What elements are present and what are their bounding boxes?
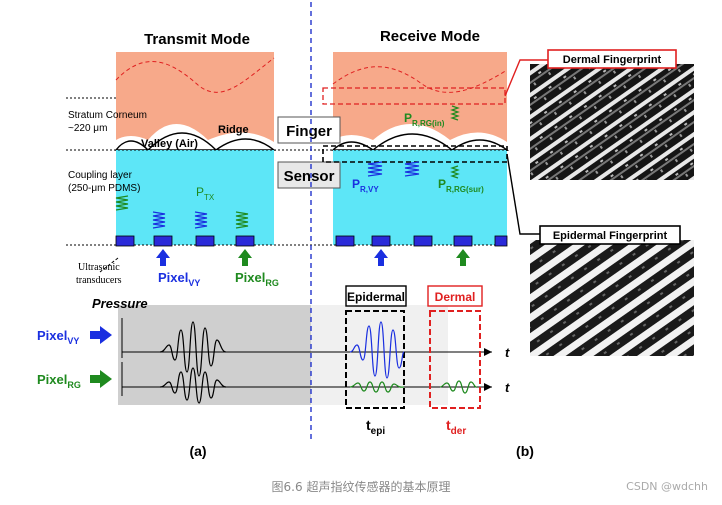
skin-layer-right [333, 52, 507, 142]
dermal-fingerprint-label-box [547, 49, 677, 69]
skin-layer-left [116, 52, 274, 142]
pixel-rg-plot-arrow [90, 370, 112, 388]
epidermal-window-label-box [345, 285, 407, 307]
epidermal-fingerprint-label-box [539, 225, 681, 245]
transmit-waves-left [115, 195, 249, 229]
dermal-window [429, 310, 481, 409]
receive-mode-title: Receive Mode [380, 28, 480, 45]
pixel-vy-label-left: PixelVY [158, 270, 200, 288]
ridge-label: Ridge [218, 124, 249, 136]
transducer-label-1: Ultrasonic [78, 262, 120, 273]
pixel-vy-arrow-right [374, 249, 388, 266]
dermal-boundary-right [332, 66, 508, 93]
pixel-rg-arrow-right [456, 249, 470, 266]
ridge-bump-left-3 [213, 138, 277, 151]
sensor-label-box [277, 161, 341, 189]
ultrasonic-fingerprint-diagram: Transmit Mode Receive Mode Stratum Corne… [37, 2, 694, 459]
pixel-rg-arrow-left [238, 249, 252, 266]
epidermal-fingerprint-image [530, 240, 694, 356]
receive-echo-rg-epi [349, 381, 405, 393]
t-arrow-1 [484, 348, 492, 356]
epidermal-connector [506, 153, 540, 235]
transmit-plot-bg [118, 305, 311, 405]
epidermal-fingerprint-label: Epidermal Fingerprint [553, 230, 668, 242]
ridge-bump-right-3 [449, 139, 510, 151]
watermark: CSDN @wdchh [626, 480, 708, 493]
t-arrow-2 [484, 383, 492, 391]
epidermal-window-label: Epidermal [347, 290, 405, 304]
coupling-label-2: (250-μm PDMS) [68, 183, 140, 194]
pixel-vy-plot-label: PixelVY [37, 328, 79, 346]
t-axis-label-2: t [505, 380, 510, 395]
t-der-label: tder [446, 417, 466, 437]
receive-echo-rg-der [439, 380, 478, 394]
pr-vy-label: PR,VY [352, 177, 379, 194]
valley-label: Valley (Air) [141, 138, 198, 150]
coupling-layer-right [333, 150, 507, 245]
receive-wave-rg-in [450, 105, 460, 121]
pixel-vy-plot-arrow [90, 326, 112, 344]
dermal-window-label-box [427, 285, 483, 307]
figure-caption: 图6.6 超声指纹传感器的基本原理 [271, 480, 451, 494]
pixel-rg-plot-label: PixelRG [37, 372, 81, 390]
dermal-connector [504, 59, 548, 97]
dermal-region-box [322, 87, 506, 105]
pressure-label: Pressure [92, 296, 148, 311]
pr-rg-in-label: PR,RG(in) [404, 111, 445, 128]
panel-b-label: (b) [516, 443, 534, 459]
transducer-pointer [99, 257, 119, 273]
dermal-window-label: Dermal [435, 290, 476, 304]
transmit-pulse-vy [159, 321, 227, 377]
pixel-vy-arrow-left [156, 249, 170, 266]
receive-echo-vy [349, 321, 405, 379]
receive-waves-vy [367, 161, 420, 177]
t-epi-label: tepi [366, 417, 385, 437]
pr-rg-sur-label: PR,RG(sur) [438, 177, 484, 194]
dermal-fingerprint-image [530, 64, 694, 180]
t-axis-label-1: t [505, 345, 510, 360]
dermal-boundary-left [115, 57, 275, 93]
stratum-label-2: ~220 μm [68, 123, 107, 134]
ptx-label: PTX [196, 185, 215, 202]
epidermal-window [345, 310, 405, 409]
coupling-label-1: Coupling layer [68, 170, 133, 181]
transducers-left [115, 235, 255, 247]
sensor-label: Sensor [284, 168, 335, 185]
pixel-rg-label-left: PixelRG [235, 270, 279, 288]
ridge-bump-left-2 [146, 132, 218, 151]
receive-plot-bg [311, 305, 448, 405]
transducers-right [335, 235, 508, 247]
panel-a-label: (a) [189, 443, 206, 459]
receive-wave-rg-sur [450, 165, 460, 179]
ridge-bump-right-2 [371, 133, 454, 151]
finger-label-box [277, 116, 341, 144]
transmit-mode-title: Transmit Mode [144, 31, 250, 48]
stratum-label-1: Stratum Corneum [68, 110, 147, 121]
finger-label: Finger [286, 123, 332, 140]
transducer-label-2: transducers [76, 275, 122, 286]
dermal-fingerprint-label: Dermal Fingerprint [563, 54, 662, 66]
transmit-pulse-rg [159, 367, 227, 404]
coupling-layer-left [116, 150, 274, 245]
